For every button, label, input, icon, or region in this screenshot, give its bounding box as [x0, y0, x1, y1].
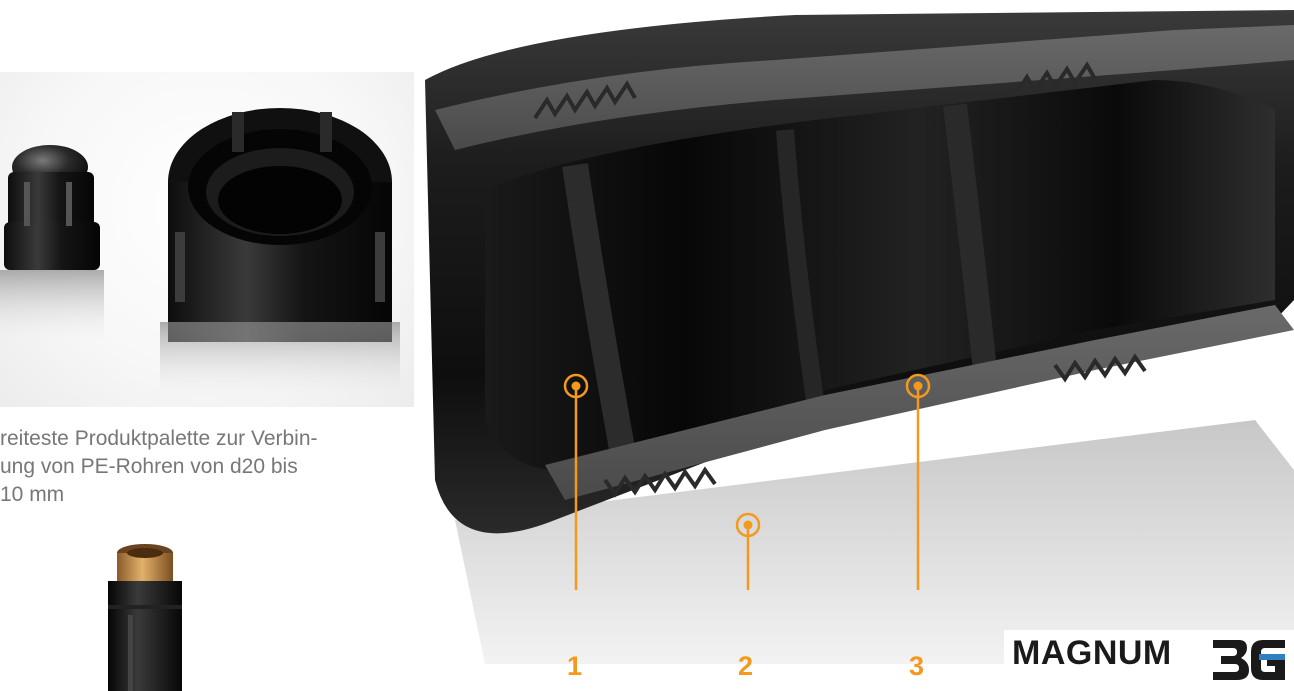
product-photo-end-cap-and-coupling	[0, 72, 414, 407]
caption-line-1: reiteste Produktpalette zur Verbin-	[0, 427, 318, 450]
coupling-cutaway-image	[395, 0, 1294, 664]
circle-dot-icon	[563, 373, 589, 399]
circle-dot-icon	[735, 512, 761, 538]
product-caption: reiteste Produktpalette zur Verbin- ung …	[0, 425, 420, 509]
top-cut-face	[435, 25, 1294, 150]
brand-mark-icon	[1213, 640, 1285, 680]
caption-line-2: ung von PE-Rohren von d20 bis	[0, 455, 298, 478]
bottom-cut-face	[545, 305, 1294, 500]
brass-fitting-photo	[100, 535, 190, 691]
callout-number-3: 3	[909, 651, 925, 681]
cutaway-svg	[425, 10, 1294, 664]
caption-line-3: 10 mm	[0, 483, 65, 506]
product-photo-svg	[0, 108, 400, 407]
callout-number-1: 1	[567, 651, 583, 681]
cutaway-reflection	[455, 420, 1294, 664]
coupling-bore	[485, 80, 1275, 472]
brass-fitting-svg	[108, 544, 182, 691]
callout-number-2: 2	[738, 651, 754, 681]
brand-logo: MAGNUM 3G	[1004, 630, 1294, 691]
circle-dot-icon	[905, 373, 931, 399]
brand-name: MAGNUM	[1012, 634, 1172, 672]
